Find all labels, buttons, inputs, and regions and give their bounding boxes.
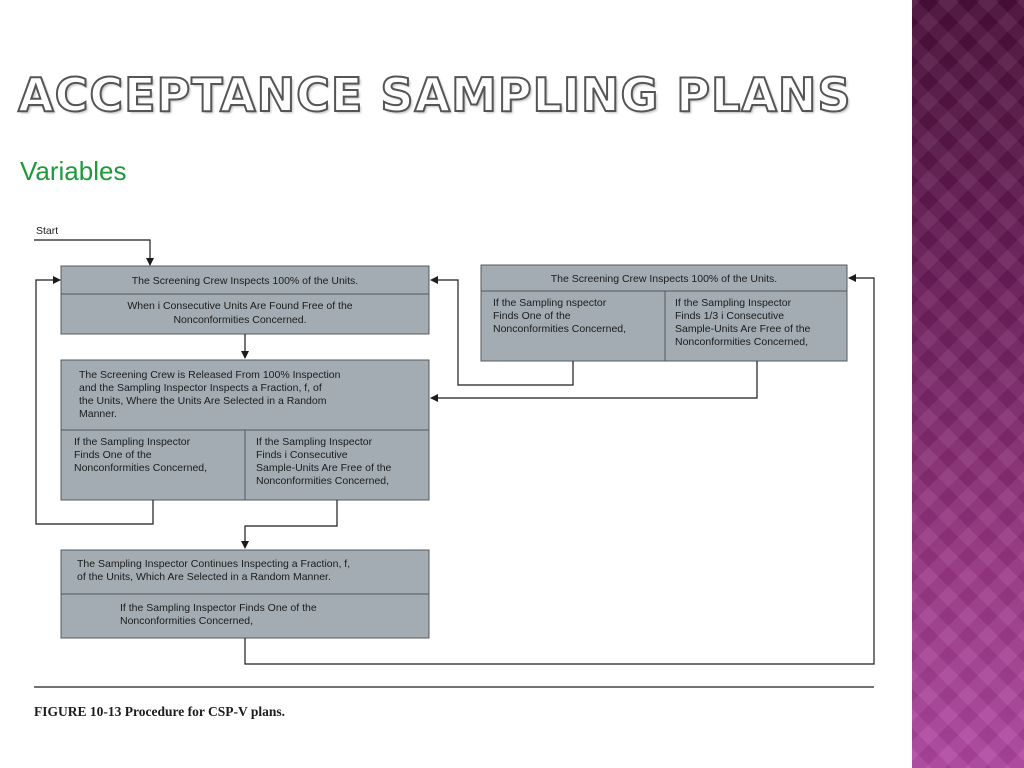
box2-left-line-3: Nonconformities Concerned, <box>74 462 207 474</box>
box3-header: The Screening Crew Inspects 100% of the … <box>551 273 777 285</box>
box2-header-line-4: Manner. <box>79 408 117 420</box>
box3-left-line-3: Nonconformities Concerned, <box>493 323 626 335</box>
box2-right-line-1: If the Sampling Inspector <box>256 436 373 448</box>
start-label: Start <box>36 225 58 237</box>
decorative-side-panel <box>912 0 1024 768</box>
box2-right-line-3: Sample-Units Are Free of the <box>256 462 392 474</box>
arrow-box2-left-to-box1 <box>35 276 154 525</box>
arrow-box3-left-to-box1 <box>430 276 574 386</box>
box-sampling-fraction: The Screening Crew is Released From 100%… <box>60 359 430 501</box>
box-sampling-continues: The Sampling Inspector Continues Inspect… <box>60 549 430 639</box>
arrow-box2-right-to-box4 <box>241 500 338 549</box>
box2-header-line-2: and the Sampling Inspector Inspects a Fr… <box>79 382 322 394</box>
box3-right-line-2: Finds 1/3 i Consecutive <box>675 310 784 322</box>
box1-header: The Screening Crew Inspects 100% of the … <box>132 275 358 287</box>
slide-title: ACCEPTANCE SAMPLING PLANS <box>17 68 852 122</box>
box2-header-line-1: The Screening Crew is Released From 100%… <box>79 369 341 381</box>
box2-header-line-3: the Units, Where the Units Are Selected … <box>79 395 327 407</box>
arrow-box3-right-to-box2 <box>430 361 758 402</box>
arrow-box4-to-box3 <box>244 274 875 665</box>
box4-header-line-1: The Sampling Inspector Continues Inspect… <box>77 558 350 570</box>
box3-right-line-4: Nonconformities Concerned, <box>675 336 808 348</box>
box3-left-line-1: If the Sampling nspector <box>493 297 607 309</box>
figure-caption: FIGURE 10-13 Procedure for CSP-V plans. <box>34 704 285 719</box>
box2-right-line-2: Finds i Consecutive <box>256 449 348 461</box>
box2-left-line-2: Finds One of the <box>74 449 152 461</box>
slide-subtitle: Variables <box>20 156 127 186</box>
box4-header-line-2: of the Units, Which Are Selected in a Ra… <box>77 571 331 583</box>
box2-left-line-1: If the Sampling Inspector <box>74 436 191 448</box>
box-screening-100-left: The Screening Crew Inspects 100% of the … <box>60 265 430 335</box>
box4-body-line-1: If the Sampling Inspector Finds One of t… <box>120 602 317 614</box>
box3-right-line-3: Sample-Units Are Free of the <box>675 323 811 335</box>
box3-left-line-2: Finds One of the <box>493 310 571 322</box>
box3-right-line-1: If the Sampling Inspector <box>675 297 792 309</box>
box-screening-100-right: The Screening Crew Inspects 100% of the … <box>480 264 848 362</box>
start-arrow <box>34 239 154 266</box>
box1-body-line-2: Nonconformities Concerned. <box>173 314 306 326</box>
box2-right-line-4: Nonconformities Concerned, <box>256 475 389 487</box>
csp-v-flowchart: Start The Screening Crew Inspects 100% o… <box>34 225 875 719</box>
box1-body-line-1: When i Consecutive Units Are Found Free … <box>127 300 352 312</box>
box4-body-line-2: Nonconformities Concerned, <box>120 615 253 627</box>
